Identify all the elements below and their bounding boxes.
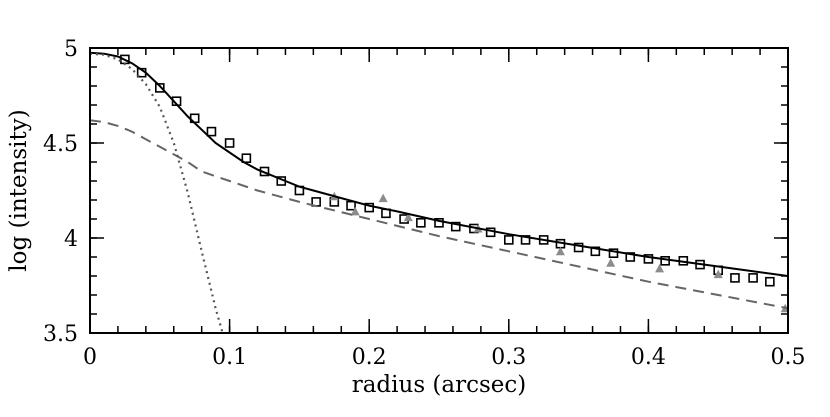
y-axis-label: log (intensity) [6,109,32,271]
data-point-square [224,138,235,148]
data-point-square [520,235,531,245]
data-point-square [155,83,165,93]
data-point-square [625,252,636,262]
data-point-square [364,202,375,213]
data-point-square [346,200,356,211]
data-point-square [608,248,619,258]
data-point-square [573,242,584,253]
data-point-square [730,273,740,283]
x-tick-label: 0 [83,345,97,370]
curve-dashed [90,119,788,310]
y-tick-label: 3.5 [43,322,78,347]
x-axis-label: radius (arcsec) [352,372,527,398]
data-point-square [206,126,217,137]
data-point-square [503,235,514,245]
axis-ticks [89,47,789,334]
data-point-square [416,218,426,228]
data-point-triangle [403,212,413,222]
x-tick-label: 0.4 [631,345,666,370]
data-point-triangle [606,258,616,267]
data-point-square [748,273,758,283]
data-point-square [643,254,654,264]
x-tick-label: 0.2 [352,345,387,370]
data-point-triangle [350,206,360,216]
data-point-square [434,218,444,228]
tick-labels: 0 0.1 0.2 0.3 0.4 0.5 3.5 4 4.5 5 [43,37,806,370]
y-tick-label: 4.5 [43,132,78,157]
y-tick-label: 4 [64,227,78,252]
curve-dotted [90,52,224,333]
data-point-triangle [378,193,388,203]
plot-area [90,51,788,333]
data-point-square [241,153,252,163]
x-tick-label: 0.3 [491,345,526,370]
data-point-triangle [555,246,565,256]
x-tick-label: 0.5 [771,345,806,370]
curve-solid [90,51,788,277]
data-point-square [590,246,601,257]
plot-frame [89,47,789,334]
data-point-square [450,221,461,232]
x-tick-label: 0.1 [212,345,247,370]
data-point-triangle [655,263,665,273]
data-point-triangle [713,269,723,279]
data-point-square [765,276,775,287]
y-tick-label: 5 [64,37,78,62]
